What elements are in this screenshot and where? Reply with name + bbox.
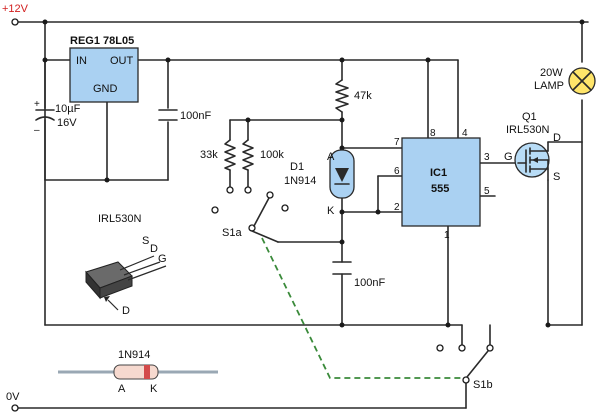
regulator-label: REG1 78L05 [70, 35, 134, 47]
resistor-100k [242, 139, 254, 171]
resistor-100k-value: 100k [260, 149, 284, 161]
lamp-line2: LAMP [534, 80, 564, 92]
package-mosfet-g: G [158, 253, 167, 265]
mosfet-ref: Q1 [522, 111, 537, 123]
ground-rail [11, 404, 467, 412]
package-mosfet-tab: D [122, 305, 130, 317]
regulator-pin-in: IN [76, 55, 87, 67]
package-mosfet-title: IRL530N [98, 213, 141, 225]
diode-ref: D1 [290, 161, 304, 173]
mosfet-package-drawing [85, 255, 167, 311]
ground-label: 0V [6, 391, 20, 403]
supply-rail [11, 18, 589, 26]
regulator-pin-gnd: GND [93, 83, 118, 95]
lamp-line1: 20W [540, 67, 563, 79]
junctions [42, 19, 585, 328]
mosfet-q1 [514, 141, 550, 181]
switch-linkage [261, 237, 463, 379]
switch-s1a [211, 186, 289, 243]
ic-ref: IC1 [430, 167, 447, 179]
input-cap-minus: – [34, 125, 40, 136]
ic-pin-6: 6 [394, 166, 400, 177]
ic-pin-3: 3 [484, 152, 490, 163]
input-cap-plus: + [34, 99, 40, 110]
mosfet-source: S [553, 171, 560, 183]
ic-pin-7: 7 [394, 137, 400, 148]
ic-part: 555 [431, 183, 449, 195]
input-capacitor [35, 109, 55, 181]
ic-pin-8: 8 [430, 128, 436, 139]
switch-s1a-label: S1a [222, 227, 242, 239]
package-diode-a: A [118, 383, 126, 395]
ic-pin-2: 2 [394, 202, 400, 213]
resistor-33k [224, 139, 236, 171]
mosfet-drain: D [553, 132, 561, 144]
diode-d1 [329, 149, 355, 199]
mosfet-gate: G [504, 151, 513, 163]
package-mosfet-s: S [142, 235, 149, 247]
package-diode-k: K [150, 383, 158, 395]
diode-part: 1N914 [284, 175, 316, 187]
ic-pin-1: 1 [444, 230, 450, 241]
timing-cap-value: 100nF [354, 277, 385, 289]
resistor-33k-value: 33k [200, 149, 218, 161]
regulator-block [69, 47, 139, 103]
mosfet-part: IRL530N [506, 124, 549, 136]
pullup-resistor [335, 79, 349, 113]
regulator-pin-out: OUT [110, 55, 134, 67]
pullup-value: 47k [354, 90, 372, 102]
package-mosfet-d: D [150, 243, 158, 255]
timing-capacitor [332, 261, 352, 275]
ic-pin-4: 4 [462, 128, 468, 139]
lamp [568, 67, 596, 95]
output-capacitor [158, 109, 178, 121]
input-cap-value: 10µF [55, 103, 81, 115]
diode-package-drawing [58, 364, 218, 380]
input-cap-voltage: 16V [57, 117, 77, 129]
ic-555 [401, 137, 481, 227]
switch-s1b [436, 344, 494, 384]
output-cap-value: 100nF [180, 110, 211, 122]
ic-pin-5: 5 [484, 186, 490, 197]
diode-anode: A [327, 151, 335, 163]
switch-s1b-label: S1b [473, 379, 493, 391]
supply-label: +12V [2, 3, 29, 15]
diode-cathode: K [327, 205, 335, 217]
package-diode-title: 1N914 [118, 349, 150, 361]
